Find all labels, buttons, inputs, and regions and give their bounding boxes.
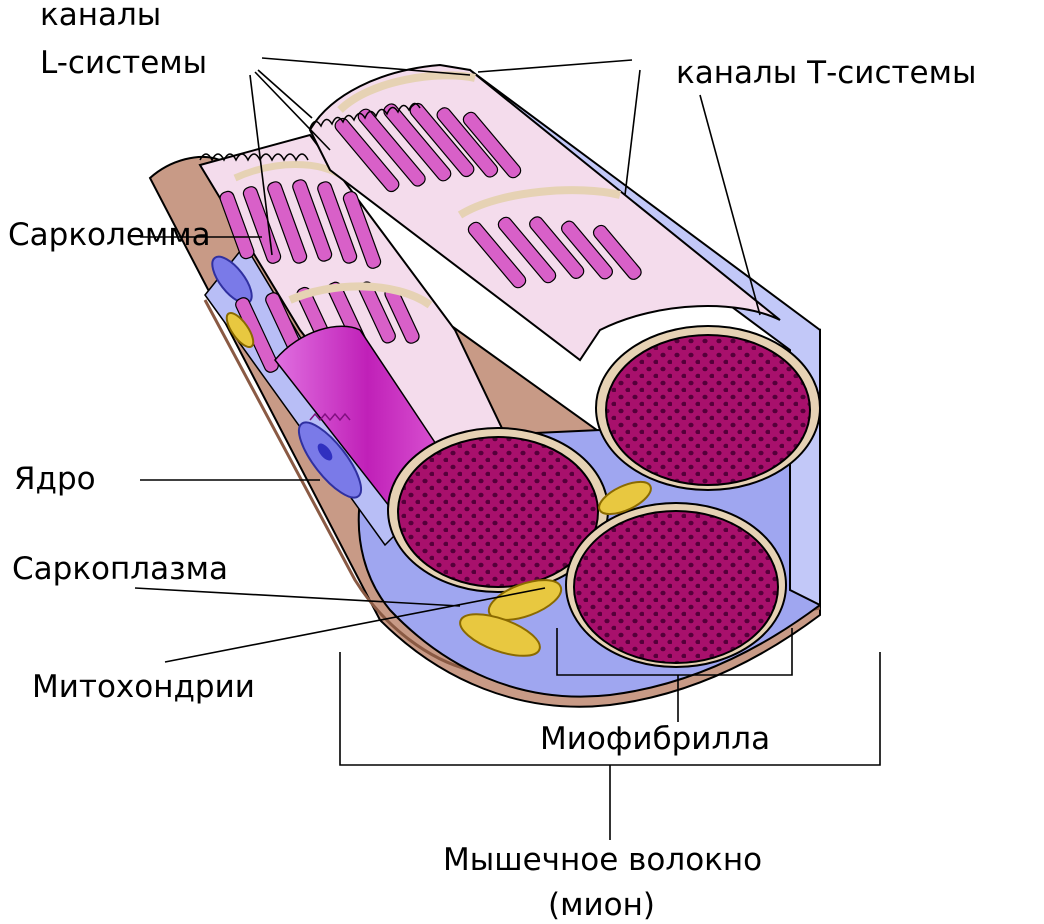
- myofibril-front-right-bottom: [566, 503, 786, 667]
- label-mitochondria: Митохондрии: [32, 670, 255, 704]
- label-nucleus: Ядро: [14, 462, 96, 496]
- label-muscle-fiber-line1: Мышечное волокно: [443, 843, 762, 877]
- myofibril-front-right-top: [596, 326, 820, 490]
- label-sarcoplasm: Саркоплазма: [12, 552, 228, 586]
- label-muscle-fiber-line2: (мион): [548, 888, 655, 922]
- label-myofibril: Миофибрилла: [540, 722, 770, 756]
- label-t-system: каналы Т-системы: [676, 56, 976, 90]
- label-sarcolemma: Сарколемма: [8, 218, 211, 252]
- label-l-system-line2: L-системы: [40, 46, 207, 80]
- label-l-system-line1: каналы: [40, 0, 161, 32]
